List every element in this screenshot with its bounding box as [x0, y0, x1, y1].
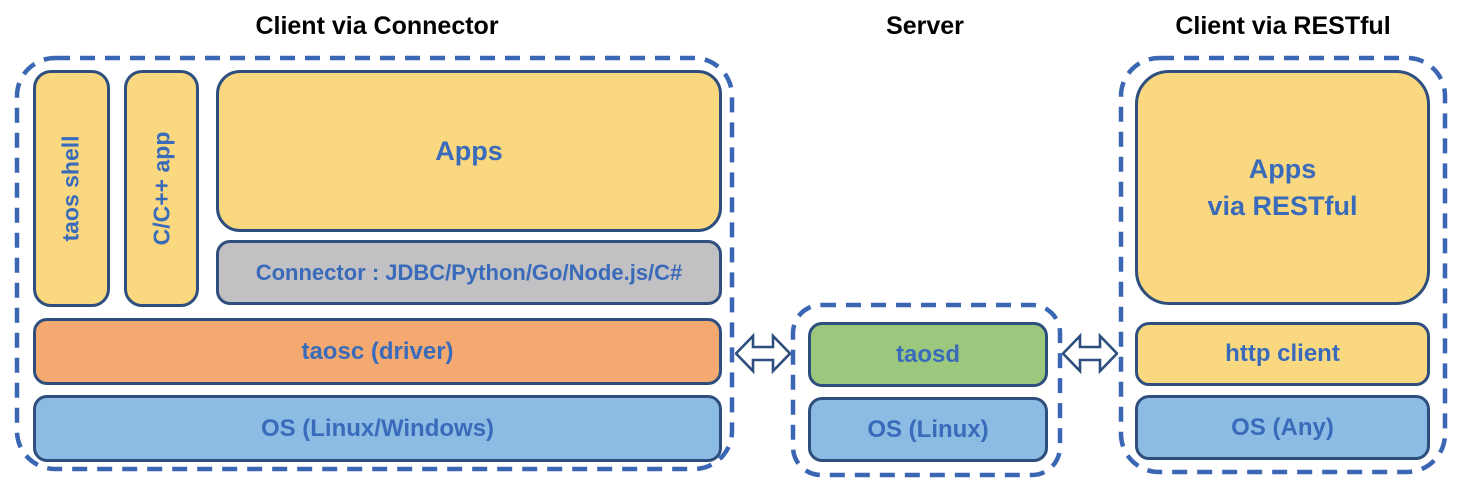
connector-box: Connector : JDBC/Python/Go/Node.js/C# — [216, 240, 722, 305]
cpp-app-label: C/C++ app — [148, 131, 175, 246]
apps-restful-label: Apps via RESTful — [1207, 154, 1358, 221]
server-group — [790, 302, 1063, 478]
server-title: Server — [886, 12, 964, 40]
os-linux-windows-label: OS (Linux/Windows) — [260, 414, 495, 442]
double-arrow-icon — [734, 331, 792, 381]
dashed-border — [14, 55, 735, 472]
client-restful-group — [1118, 55, 1448, 475]
os-any-label: OS (Any) — [1231, 413, 1334, 441]
taos-shell-label: taos shell — [58, 135, 85, 242]
taosd-label: taosd — [895, 340, 960, 368]
os-linux-label: OS (Linux) — [867, 415, 989, 443]
taosd-box: taosd — [808, 322, 1048, 387]
apps-box: Apps — [216, 70, 722, 232]
apps-label: Apps — [435, 135, 503, 166]
http-client-label: http client — [1225, 340, 1340, 367]
connector-label: Connector : JDBC/Python/Go/Node.js/C# — [255, 259, 683, 285]
dashed-border — [1118, 55, 1448, 475]
client-restful-title: Client via RESTful — [1175, 12, 1391, 40]
dashed-border — [790, 302, 1063, 478]
taos-shell-box: taos shell — [33, 70, 110, 307]
http-client-box: http client — [1135, 322, 1430, 386]
os-any-box: OS (Any) — [1135, 395, 1430, 460]
apps-restful-box: Apps via RESTful — [1135, 70, 1430, 305]
double-arrow-icon — [1061, 331, 1119, 381]
client-connector-group — [14, 55, 735, 472]
taosc-driver-label: taosc (driver) — [301, 337, 454, 365]
taosc-driver-box: taosc (driver) — [33, 318, 722, 385]
cpp-app-box: C/C++ app — [124, 70, 199, 307]
client-connector-title: Client via Connector — [255, 12, 499, 40]
os-linux-box: OS (Linux) — [808, 397, 1048, 462]
os-linux-windows-box: OS (Linux/Windows) — [33, 395, 722, 462]
